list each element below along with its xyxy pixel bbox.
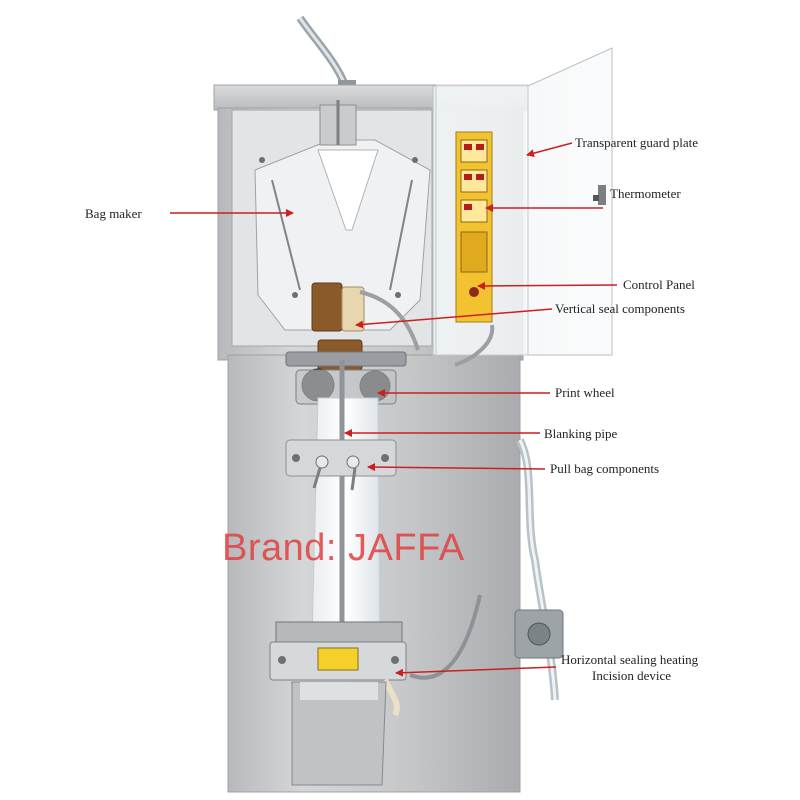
- arrow-control-panel: [477, 281, 618, 290]
- arrow-vertical-seal: [355, 308, 553, 329]
- vertical-seal-heater: [311, 282, 343, 332]
- label-horizontal-sealing-heating: Horizontal sealing heating: [561, 652, 699, 667]
- arrow-guard-plate: [526, 142, 573, 158]
- thermometer-display: [460, 169, 488, 193]
- label-pull-bag-components: Pull bag components: [550, 461, 660, 476]
- label-print-wheel: Print wheel: [555, 385, 615, 400]
- brand-watermark: Brand: JAFFA: [222, 527, 465, 569]
- label-control-panel: Control Panel: [623, 277, 695, 292]
- arrow-horizontal-sealing: [395, 666, 557, 677]
- label-vertical-seal-components: Vertical seal components: [555, 301, 685, 316]
- pull-bag-plate: [285, 439, 397, 477]
- label-transparent-guard-plate: Transparent guard plate: [575, 135, 698, 150]
- film-tube: [311, 397, 381, 641]
- label-thermometer: Thermometer: [610, 186, 681, 201]
- arrow-pull-bag: [367, 463, 546, 472]
- forming-collar: [317, 149, 379, 231]
- label-bag-maker: Bag maker: [85, 206, 142, 221]
- label-blanking-pipe: Blanking pipe: [544, 426, 618, 441]
- label-incision-device: Incision device: [592, 668, 672, 683]
